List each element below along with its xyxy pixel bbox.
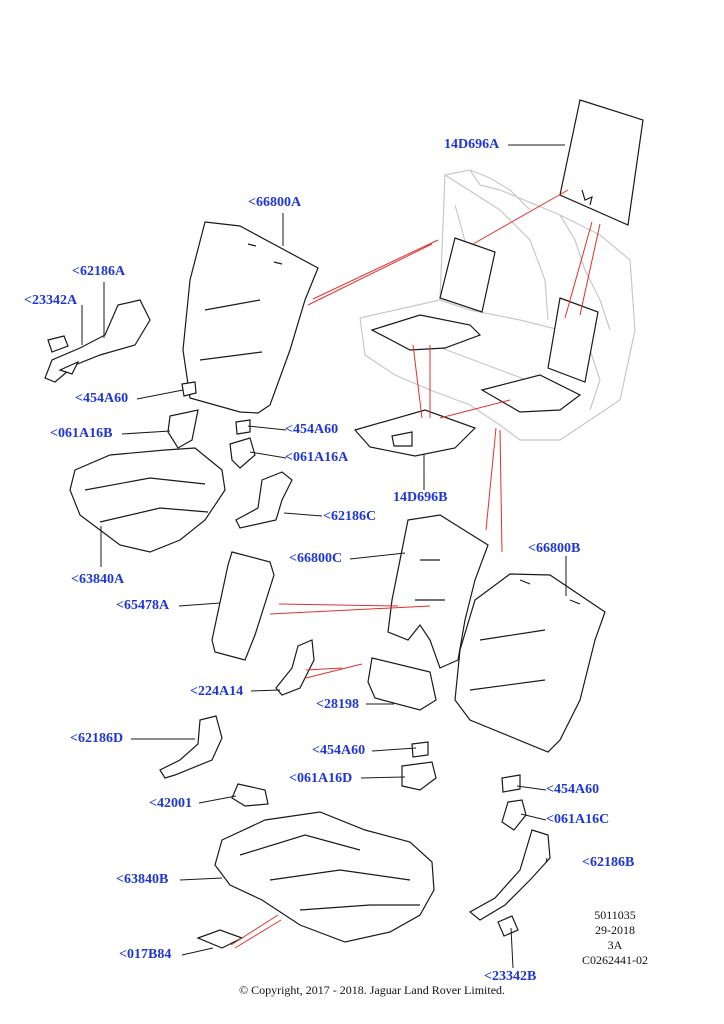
- label-66800a[interactable]: <66800A: [248, 195, 302, 210]
- label-454a60-a[interactable]: <454A60: [75, 391, 129, 406]
- info-line-1: 5011035: [594, 908, 636, 922]
- part-061a16c-shape: [501, 799, 527, 831]
- info-line-2: 29-2018: [595, 923, 635, 937]
- part-62186b-shape: [468, 829, 551, 921]
- part-454a60-b-shape: [235, 419, 251, 435]
- part-headrest-pad-right-shape: [547, 297, 599, 383]
- part-62186c-shape: [235, 471, 293, 529]
- part-061a16d-shape: [401, 761, 437, 791]
- label-017b84[interactable]: <017B84: [119, 947, 172, 962]
- label-66800c[interactable]: <66800C: [289, 551, 343, 566]
- label-63840a[interactable]: <63840A: [71, 572, 125, 587]
- label-62186c[interactable]: <62186C: [323, 509, 377, 524]
- label-62186b[interactable]: <62186B: [582, 855, 635, 870]
- leader-lines: [81, 144, 567, 969]
- part-061a16b-shape: [167, 409, 199, 449]
- label-454a60-d[interactable]: <454A60: [546, 782, 600, 797]
- part-454a60-c-shape: [411, 741, 429, 758]
- info-block: 5011035 29-2018 3A C0262441-02: [578, 908, 652, 968]
- label-14d696b[interactable]: 14D696B: [393, 490, 448, 505]
- part-cushion-pad-left-shape: [370, 314, 482, 351]
- part-28198-shape: [367, 657, 437, 711]
- part-14d696b-shape: [353, 409, 477, 457]
- label-454a60-c[interactable]: <454A60: [312, 743, 366, 758]
- part-454a60-d-shape: [501, 774, 521, 793]
- part-061a16a-shape: [229, 437, 256, 469]
- part-62186d-shape: [159, 715, 223, 779]
- label-454a60-b[interactable]: <454A60: [285, 422, 339, 437]
- part-65478a-shape: [211, 551, 275, 661]
- label-42001[interactable]: <42001: [149, 796, 192, 811]
- part-63840b-shape: [214, 811, 435, 943]
- label-061a16c[interactable]: <061A16C: [546, 812, 610, 827]
- label-23342a[interactable]: <23342A: [24, 293, 78, 308]
- callout-lines: [230, 189, 601, 949]
- part-shapes: [44, 99, 644, 949]
- label-62186a[interactable]: <62186A: [72, 264, 126, 279]
- part-224a14-shape: [275, 639, 315, 696]
- info-line-4: C0262441-02: [582, 953, 648, 967]
- part-23342b-shape: [497, 915, 519, 937]
- part-66800a-shape: [182, 221, 319, 414]
- part-cushion-pad-right-shape: [480, 374, 582, 413]
- label-62186d[interactable]: <62186D: [70, 731, 124, 746]
- copyright-notice: © Copyright, 2017 - 2018. Jaguar Land Ro…: [238, 983, 506, 997]
- label-061a16b[interactable]: <061A16B: [50, 426, 113, 441]
- part-headrest-pad-left-shape: [439, 237, 496, 313]
- label-224a14[interactable]: <224A14: [190, 684, 244, 699]
- part-454a60-a-shape: [181, 381, 197, 397]
- label-061a16d[interactable]: <061A16D: [289, 771, 353, 786]
- part-42001-shape: [231, 783, 269, 807]
- label-14d696a[interactable]: 14D696A: [444, 137, 500, 152]
- part-62186a-shape: [44, 299, 151, 383]
- part-66800c-shape: [387, 514, 489, 669]
- part-23342a-shape: [47, 335, 69, 353]
- label-061a16a[interactable]: <061A16A: [285, 450, 349, 465]
- label-65478a[interactable]: <65478A: [116, 598, 170, 613]
- info-line-3: 3A: [607, 938, 623, 952]
- label-23342b[interactable]: <23342B: [484, 969, 537, 984]
- label-63840b[interactable]: <63840B: [116, 872, 169, 887]
- part-66800b-shape: [454, 573, 606, 753]
- label-28198[interactable]: <28198: [316, 697, 359, 712]
- part-63840a-shape: [69, 447, 226, 553]
- label-66800b[interactable]: <66800B: [528, 541, 581, 556]
- part-14d696a-shape: [559, 99, 644, 226]
- part-017b84-shape: [196, 929, 244, 949]
